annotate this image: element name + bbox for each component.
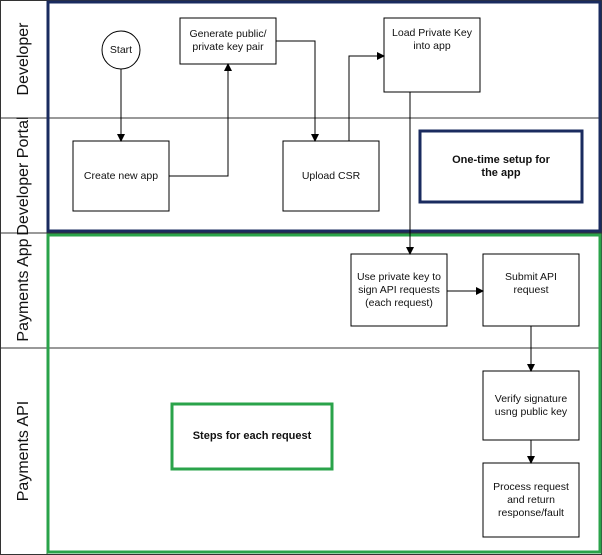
load-key-label: Load Private Key into app	[392, 27, 472, 52]
sign-requests-label: Use private key to sign API requests (ea…	[356, 270, 442, 309]
request-group-outline	[46, 233, 602, 554]
verify-signature-label: Verify signature usng public key	[494, 392, 568, 418]
each-request-note-label: Steps for each request	[192, 430, 312, 442]
generate-keys-box	[179, 17, 277, 65]
lane-label-developer: Developer	[15, 22, 32, 96]
each-request-note-box	[170, 402, 334, 471]
lane-label-payments-app: Payments App	[15, 238, 32, 342]
setup-group-outline	[46, 0, 602, 233]
arrow-generate-to-upload	[276, 40, 319, 142]
submit-request-box	[482, 253, 580, 327]
upload-csr-box	[282, 140, 380, 212]
one-time-note-label: One-time setup for the app	[452, 153, 550, 179]
sign-requests-box	[350, 253, 448, 327]
load-key-box	[383, 17, 481, 93]
lane-label-developer-portal: Developer Portal	[15, 116, 32, 236]
create-app-box	[72, 140, 170, 212]
process-request-box	[482, 462, 580, 538]
lane-label-payments-api: Payments API	[15, 400, 32, 502]
verify-signature-box	[482, 370, 580, 441]
upload-csr-label: Upload CSR	[301, 169, 361, 182]
create-app-label: Create new app	[83, 169, 159, 182]
start-label: Start	[109, 43, 133, 56]
arrow-create-to-generate	[169, 63, 232, 177]
generate-keys-label: Generate public/ private key pair	[189, 28, 267, 53]
arrow-upload-to-load	[348, 52, 385, 141]
process-request-label: Process request and return response/faul…	[493, 480, 569, 519]
one-time-note-box	[418, 129, 584, 204]
submit-request-label: Submit API request	[505, 271, 557, 296]
